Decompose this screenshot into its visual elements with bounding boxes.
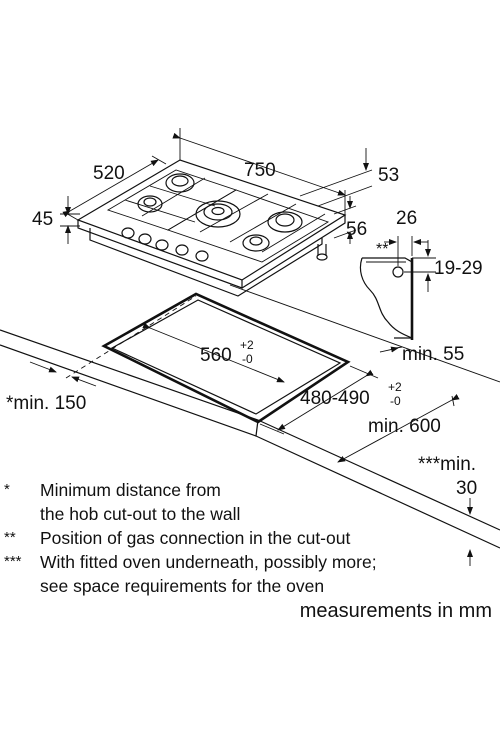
hob-dimensions: 750 520 45 53 56 xyxy=(32,128,399,244)
dim-cutout-width-tol-minus: -0 xyxy=(242,352,253,366)
footnote-text: Minimum distance from xyxy=(40,480,221,500)
cutout-outline xyxy=(101,292,351,424)
dim-cutout-width-tol-plus: +2 xyxy=(240,338,254,352)
footnote: ** Position of gas connection in the cut… xyxy=(0,526,500,550)
dim-height: 45 xyxy=(32,209,53,230)
dim-hob-depth: 520 xyxy=(93,163,125,184)
dim-min-oven-label: ***min. xyxy=(418,454,476,475)
dim-gas-offset: 26 xyxy=(396,208,417,229)
footnote: * Minimum distance from xyxy=(0,478,500,502)
dim-cutout-depth: 480-490 xyxy=(300,388,370,409)
footnote-text: With fitted oven underneath, possibly mo… xyxy=(40,552,377,572)
pan-supports xyxy=(106,169,330,263)
cutout-dimensions: 560 +2 -0 480-490 +2 -0 min. 55 *min. 15… xyxy=(6,322,477,566)
footnote-text: Position of gas connection in the cut-ou… xyxy=(40,528,351,548)
footnote-mark: ** xyxy=(4,529,16,546)
hob-front-face xyxy=(77,220,243,289)
footnote-text: the hob cut-out to the wall xyxy=(40,504,241,524)
footnote: the hob cut-out to the wall xyxy=(0,502,500,526)
dim-cutout-depth-tol-minus: -0 xyxy=(390,394,401,408)
dim-min-front: min. 55 xyxy=(402,344,464,365)
dim-right-depth-2: 56 xyxy=(346,219,367,240)
dim-cutout-width: 560 xyxy=(200,345,232,366)
footnote: see space requirements for the oven xyxy=(0,574,500,598)
footnotes: * Minimum distance from the hob cut-out … xyxy=(0,478,500,598)
dim-right-depth-1: 53 xyxy=(378,165,399,186)
footnote-text: see space requirements for the oven xyxy=(40,576,325,596)
hob-side-face xyxy=(241,215,346,289)
footnote: *** With fitted oven underneath, possibl… xyxy=(0,550,500,574)
dim-min-oven-value: 30 xyxy=(456,478,477,499)
dim-hob-width: 750 xyxy=(244,160,276,181)
dim-gas-height: 19-29 xyxy=(434,258,483,279)
control-knobs xyxy=(121,227,209,262)
gas-connection-detail: 26 ** 19-29 xyxy=(359,208,483,340)
worktop-drawing xyxy=(0,284,500,549)
hob-body xyxy=(89,228,323,297)
footnote-mark: * xyxy=(4,481,10,498)
gas-marker: ** xyxy=(376,241,388,258)
units-label: measurements in mm xyxy=(299,600,492,622)
gas-pipe-stub xyxy=(317,244,327,256)
dim-cutout-depth-tol-plus: +2 xyxy=(388,380,402,394)
dim-min-side: *min. 150 xyxy=(6,393,86,414)
dim-min-depth: min. 600 xyxy=(368,416,441,437)
footnote-mark: *** xyxy=(4,553,22,570)
